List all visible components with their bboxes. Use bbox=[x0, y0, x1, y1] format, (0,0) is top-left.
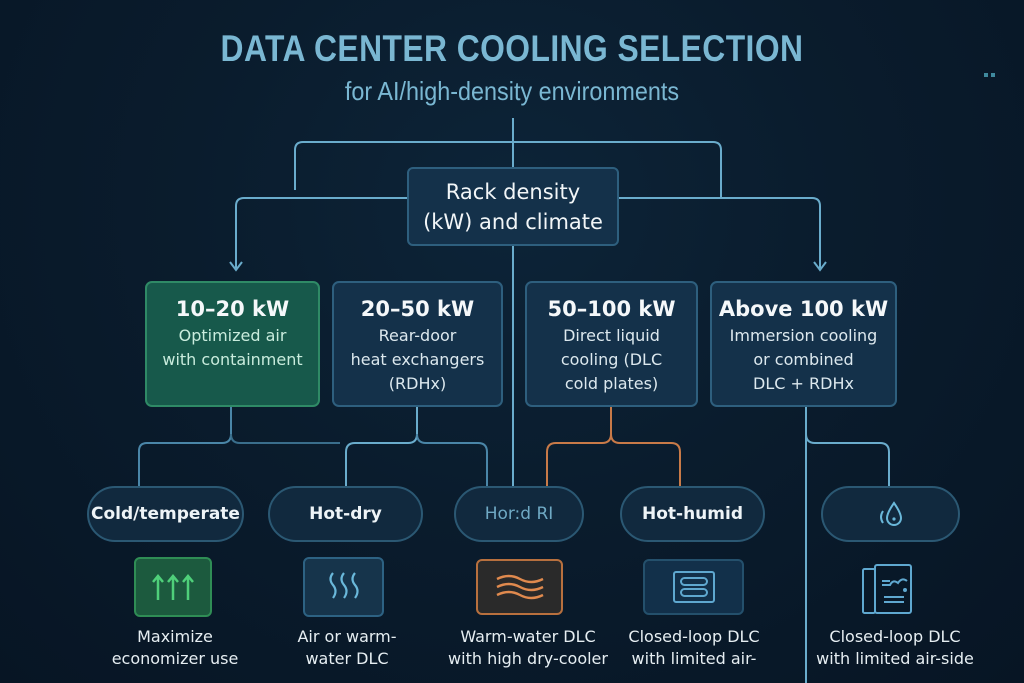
tier-desc-line: Immersion cooling bbox=[729, 326, 878, 345]
page-subtitle: for AI/high-density environments bbox=[344, 76, 680, 106]
tier-desc-line: Optimized air bbox=[178, 326, 287, 345]
climate-water-drop bbox=[821, 486, 960, 542]
tier-desc-line: with containment bbox=[162, 350, 303, 369]
tier-50-100kw: 50–100 kW Direct liquid cooling (DLC col… bbox=[525, 281, 698, 407]
climate-cold-temperate: Cold/temperate bbox=[87, 486, 244, 542]
outcome-icon-box-2 bbox=[303, 557, 384, 617]
outcome-icon-box-1 bbox=[134, 557, 212, 617]
tier-range: 50–100 kW bbox=[547, 297, 676, 321]
warm-water-waves-icon bbox=[495, 574, 544, 600]
tier-desc-line: cold plates) bbox=[564, 374, 659, 393]
water-drop-icon bbox=[879, 501, 902, 526]
tier-desc-line: cooling (DLC bbox=[560, 350, 663, 369]
outcome-icon-box-5 bbox=[858, 558, 918, 620]
outcome-icon-box-4 bbox=[643, 559, 744, 615]
page-title: DATA CENTER COOLING SELECTION bbox=[220, 28, 804, 69]
climate-label: Hot-dry bbox=[309, 504, 382, 524]
decorative-dots bbox=[984, 62, 998, 77]
caption-line: Closed-loop DLC bbox=[628, 627, 760, 646]
climate-garbled: Hor:d RI bbox=[454, 486, 584, 542]
climate-label: Hot-humid bbox=[641, 504, 743, 524]
root-decision-node: Rack density (kW) and climate bbox=[407, 167, 619, 246]
tier-20-50kw: 20–50 kW Rear-door heat exchangers (RDHx… bbox=[332, 281, 503, 407]
immersion-tank-icon bbox=[862, 564, 912, 614]
tier-desc-line: or combined bbox=[753, 350, 854, 369]
climate-hot-humid: Hot-humid bbox=[620, 486, 765, 542]
caption-line: Maximize bbox=[137, 627, 213, 646]
tier-desc-line: Direct liquid bbox=[563, 326, 660, 345]
caption-line: economizer use bbox=[111, 649, 239, 668]
root-line-2: (kW) and climate bbox=[423, 209, 603, 234]
caption-line: water DLC bbox=[305, 649, 389, 668]
outcome-caption-3: Warm-water DLC with high dry-cooler bbox=[440, 626, 616, 670]
tier-desc-line: (RDHx) bbox=[388, 374, 447, 393]
tier-range: 20–50 kW bbox=[360, 297, 475, 321]
tier-desc-line: Rear-door bbox=[378, 326, 457, 345]
outcome-caption-2: Air or warm- water DLC bbox=[272, 626, 422, 670]
caption-line: Air or warm- bbox=[297, 627, 397, 646]
heat-waves-icon bbox=[328, 572, 359, 599]
climate-label: Hor:d RI bbox=[484, 504, 554, 524]
root-line-1: Rack density bbox=[445, 179, 581, 204]
tier-desc-line: heat exchangers bbox=[350, 350, 485, 369]
up-arrows-icon bbox=[152, 574, 194, 600]
tier-range: 10–20 kW bbox=[175, 297, 290, 321]
tier-above-100kw: Above 100 kW Immersion cooling or combin… bbox=[710, 281, 897, 407]
tier-range: Above 100 kW bbox=[718, 297, 889, 321]
caption-line: with limited air- bbox=[631, 649, 757, 668]
caption-line: with limited air-side bbox=[816, 649, 974, 668]
tier-desc-line: DLC + RDHx bbox=[753, 374, 854, 393]
tier-10-20kw: 10–20 kW Optimized air with containment bbox=[145, 281, 320, 407]
caption-line: with high dry-cooler bbox=[448, 649, 608, 668]
outcome-caption-4: Closed-loop DLC with limited air- bbox=[618, 626, 770, 670]
outcome-caption-1: Maximize economizer use bbox=[90, 626, 260, 670]
climate-label: Cold/temperate bbox=[91, 504, 240, 524]
outcome-icon-box-3 bbox=[476, 559, 563, 615]
climate-hot-dry: Hot-dry bbox=[268, 486, 423, 542]
outcome-caption-5: Closed-loop DLC with limited air-side bbox=[800, 626, 990, 670]
closed-loop-coil-icon bbox=[672, 571, 715, 603]
caption-line: Warm-water DLC bbox=[460, 627, 596, 646]
caption-line: Closed-loop DLC bbox=[829, 627, 961, 646]
